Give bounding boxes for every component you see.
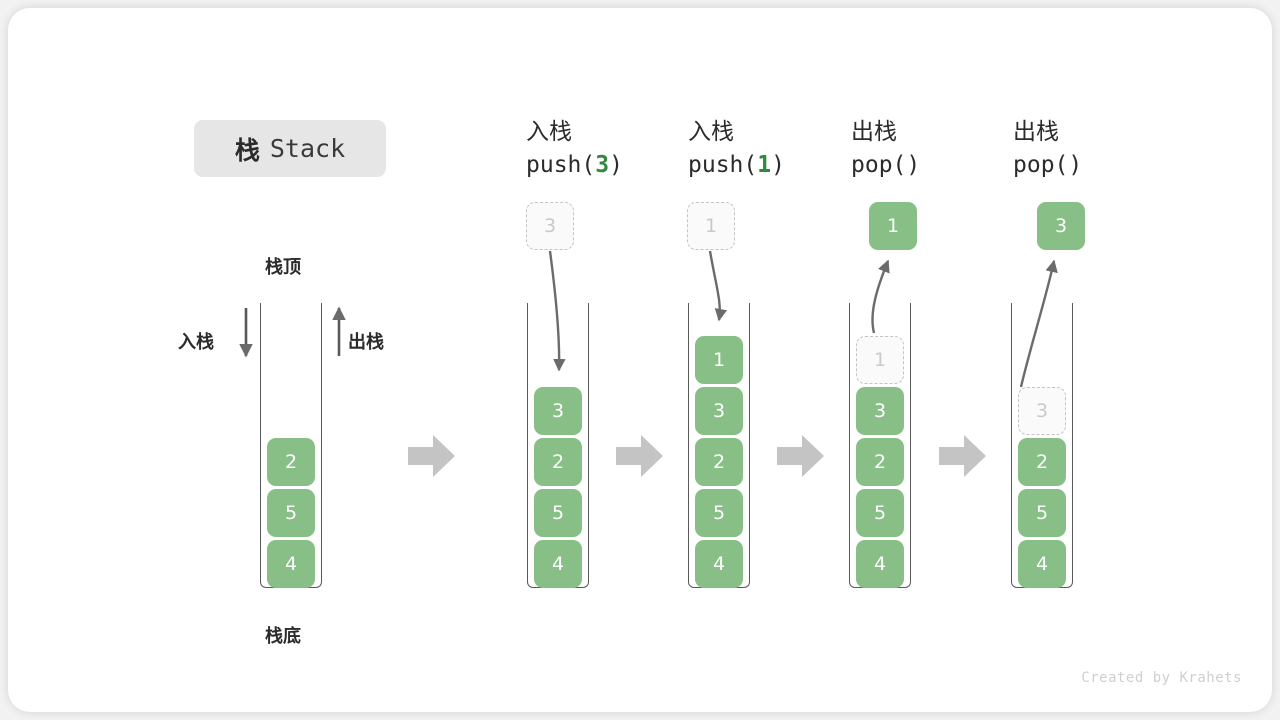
stack-cell: 5 xyxy=(534,489,582,537)
stack-cell: 4 xyxy=(534,540,582,588)
stack-cell: 2 xyxy=(267,438,315,486)
stack-cell-ghost: 1 xyxy=(856,336,904,384)
incoming-element-ghost: 1 xyxy=(687,202,735,250)
step-header-line2: push(1) xyxy=(688,148,878,182)
step-header-line2: pop() xyxy=(851,148,1041,182)
title-badge: 栈 Stack xyxy=(194,120,386,177)
stack-cell: 5 xyxy=(695,489,743,537)
stack-cell: 3 xyxy=(695,387,743,435)
stack-cells: 4 5 2 3 xyxy=(527,303,589,588)
step-header-line1: 出栈 xyxy=(1013,118,1059,144)
stack-cell: 2 xyxy=(856,438,904,486)
step-header-line1: 入栈 xyxy=(526,118,572,144)
stack-cells: 4 5 2 3 xyxy=(1011,303,1073,588)
stack-cell: 4 xyxy=(695,540,743,588)
stack-top-label: 栈顶 xyxy=(265,257,301,277)
step-header-pop-1: 出栈 pop() xyxy=(851,114,1041,182)
step-header-line2: push(3) xyxy=(526,148,716,182)
stack-cell: 3 xyxy=(534,387,582,435)
code-prefix: pop( xyxy=(1013,152,1069,178)
push-direction-label: 入栈 xyxy=(178,332,214,352)
stack-cells: 4 5 2 xyxy=(260,303,322,588)
step-header-line2: pop() xyxy=(1013,148,1203,182)
step-arrow-icon-3 xyxy=(777,435,824,477)
title-label-cn: 栈 xyxy=(234,136,260,165)
stack-bottom-label: 栈底 xyxy=(265,626,301,646)
stack-cell: 3 xyxy=(856,387,904,435)
pop-direction-label: 出栈 xyxy=(348,332,384,352)
stack-cell: 4 xyxy=(1018,540,1066,588)
stack-cell: 4 xyxy=(267,540,315,588)
popped-element: 3 xyxy=(1037,202,1085,250)
step-header-line1: 出栈 xyxy=(851,118,897,144)
step-arrow-icon-4 xyxy=(939,435,986,477)
figure-card: 栈 Stack 栈顶 栈底 入栈 出栈 入栈 push(3) 入栈 push(1… xyxy=(8,8,1272,712)
stack-cell: 2 xyxy=(534,438,582,486)
code-prefix: push( xyxy=(688,152,758,178)
stack-cell: 2 xyxy=(1018,438,1066,486)
step-header-push-1: 入栈 push(1) xyxy=(688,114,878,182)
code-suffix: ) xyxy=(771,152,785,178)
code-argument: 1 xyxy=(757,152,772,178)
stack-cell: 5 xyxy=(1018,489,1066,537)
stack-cell: 2 xyxy=(695,438,743,486)
title-label-en: Stack xyxy=(269,134,346,163)
popped-element: 1 xyxy=(869,202,917,250)
step-header-pop-2: 出栈 pop() xyxy=(1013,114,1203,182)
stack-cell-ghost: 3 xyxy=(1018,387,1066,435)
watermark: Created by Krahets xyxy=(1081,670,1242,686)
stack-cell: 1 xyxy=(695,336,743,384)
code-prefix: pop( xyxy=(851,152,907,178)
stack-cell: 4 xyxy=(856,540,904,588)
step-header-push-3: 入栈 push(3) xyxy=(526,114,716,182)
code-argument: 3 xyxy=(595,152,610,178)
stack-cells: 4 5 2 3 1 xyxy=(849,303,911,588)
step-arrow-icon-2 xyxy=(616,435,663,477)
step-arrow-icon-1 xyxy=(408,435,455,477)
stack-cells: 4 5 2 3 1 xyxy=(688,303,750,588)
step-header-line1: 入栈 xyxy=(688,118,734,144)
code-prefix: push( xyxy=(526,152,596,178)
stack-cell: 5 xyxy=(267,489,315,537)
stack-cell: 5 xyxy=(856,489,904,537)
code-suffix: ) xyxy=(609,152,623,178)
code-suffix: ) xyxy=(1068,152,1083,178)
incoming-element-ghost: 3 xyxy=(526,202,574,250)
code-suffix: ) xyxy=(906,152,921,178)
